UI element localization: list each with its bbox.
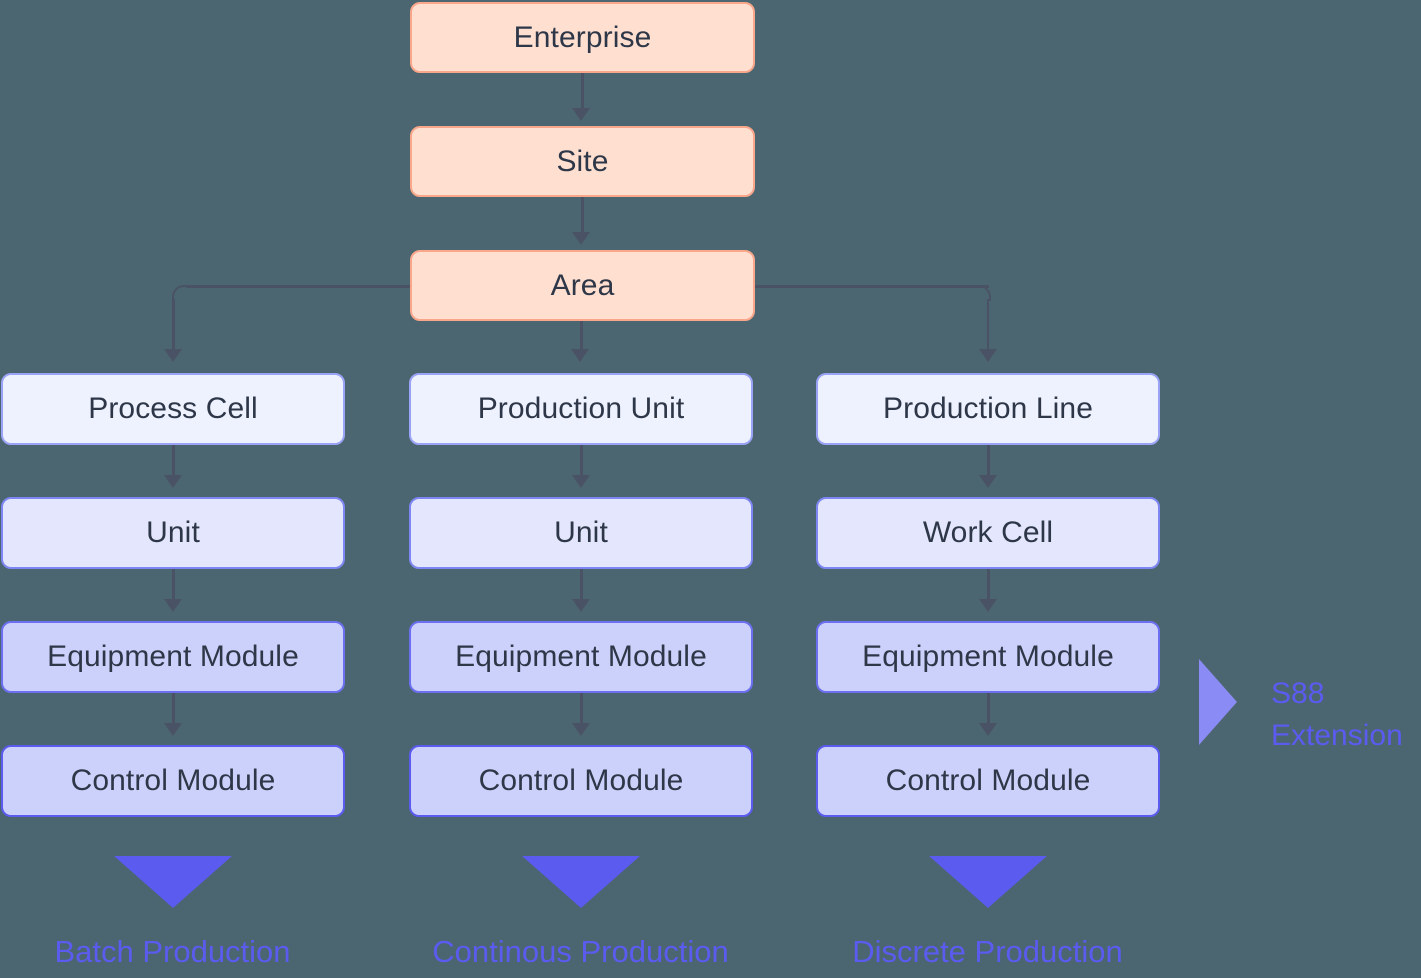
node-work-cell[interactable]: Work Cell — [816, 497, 1160, 569]
caption-discrete-production: Discrete Production — [852, 934, 1123, 969]
node-discrete-equipment-module-label: Equipment Module — [862, 640, 1114, 673]
node-production-unit[interactable]: Production Unit — [409, 373, 753, 445]
arrowhead-enterprise-site — [572, 108, 590, 121]
node-site-label: Site — [556, 144, 609, 178]
outcome-arrow-discrete — [929, 856, 1047, 908]
node-batch-equipment-module-label: Equipment Module — [47, 640, 299, 673]
node-batch-unit-label: Unit — [146, 516, 200, 549]
outcome-arrow-batch — [114, 856, 232, 908]
node-batch-control-module[interactable]: Control Module — [1, 745, 345, 817]
node-continuous-control-module-label: Control Module — [478, 764, 684, 797]
connector-continuous-equipment-module-control-module — [580, 693, 583, 725]
outcome-arrow-continuous — [522, 856, 640, 908]
connector-production-unit-unit — [580, 445, 583, 477]
node-batch-control-module-label: Control Module — [70, 764, 276, 797]
connector-area-middle-vertical — [580, 321, 583, 351]
node-process-cell[interactable]: Process Cell — [1, 373, 345, 445]
connector-area-left-vertical — [172, 299, 175, 351]
s88-extension-label-line1: S88 — [1271, 677, 1325, 710]
node-production-line[interactable]: Production Line — [816, 373, 1160, 445]
node-area-label: Area — [550, 268, 615, 302]
caption-continuous-production: Continous Production — [432, 934, 729, 969]
node-continuous-equipment-module-label: Equipment Module — [455, 640, 707, 673]
node-area[interactable]: Area — [410, 250, 755, 321]
arrowhead-continuous-equipment-module-control-module — [572, 723, 590, 736]
caption-batch-production: Batch Production — [54, 934, 291, 969]
node-production-line-label: Production Line — [883, 392, 1093, 425]
node-batch-unit[interactable]: Unit — [1, 497, 345, 569]
connector-batch-unit-equipment-module — [172, 569, 175, 601]
connector-enterprise-site — [581, 73, 584, 110]
node-discrete-control-module[interactable]: Control Module — [816, 745, 1160, 817]
arrowhead-batch-unit-equipment-module — [164, 599, 182, 612]
node-process-cell-label: Process Cell — [88, 392, 258, 425]
node-production-unit-label: Production Unit — [477, 392, 685, 425]
s88-extension-label-line2: Extension — [1271, 719, 1403, 752]
arrowhead-production-line-work-cell — [979, 475, 997, 488]
connector-discrete-equipment-module-control-module — [987, 693, 990, 725]
node-site[interactable]: Site — [410, 126, 755, 197]
node-work-cell-label: Work Cell — [922, 516, 1054, 549]
arrowhead-work-cell-equipment-module — [979, 599, 997, 612]
arrowhead-discrete-equipment-module-control-module — [979, 723, 997, 736]
s88-extension-label: S88 Extension — [1271, 673, 1403, 757]
node-continuous-unit-label: Unit — [554, 516, 608, 549]
arrowhead-area-production-line — [979, 349, 997, 362]
node-enterprise[interactable]: Enterprise — [410, 2, 755, 73]
node-discrete-equipment-module[interactable]: Equipment Module — [816, 621, 1160, 693]
connector-site-area — [581, 197, 584, 234]
node-continuous-unit[interactable]: Unit — [409, 497, 753, 569]
connector-area-left-elbow — [172, 285, 188, 301]
connector-work-cell-equipment-module — [987, 569, 990, 601]
connector-production-line-work-cell — [987, 445, 990, 477]
arrowhead-site-area — [572, 232, 590, 245]
node-continuous-equipment-module[interactable]: Equipment Module — [409, 621, 753, 693]
arrowhead-process-cell-unit — [164, 475, 182, 488]
arrowhead-continuous-unit-equipment-module — [572, 599, 590, 612]
node-continuous-control-module[interactable]: Control Module — [409, 745, 753, 817]
node-discrete-control-module-label: Control Module — [885, 764, 1091, 797]
node-batch-equipment-module[interactable]: Equipment Module — [1, 621, 345, 693]
arrowhead-production-unit-unit — [572, 475, 590, 488]
connector-area-left-horizontal — [186, 285, 410, 288]
s88-extension-arrow-icon — [1199, 659, 1237, 745]
arrowhead-batch-equipment-module-control-module — [164, 723, 182, 736]
arrowhead-area-production-unit — [571, 349, 589, 362]
connector-area-right-horizontal — [755, 285, 989, 288]
connector-batch-equipment-module-control-module — [172, 693, 175, 725]
connector-process-cell-unit — [172, 445, 175, 477]
connector-area-right-elbow — [975, 285, 991, 301]
connector-area-right-vertical — [986, 299, 989, 351]
arrowhead-area-process-cell — [164, 349, 182, 362]
connector-continuous-unit-equipment-module — [580, 569, 583, 601]
node-enterprise-label: Enterprise — [513, 20, 652, 54]
